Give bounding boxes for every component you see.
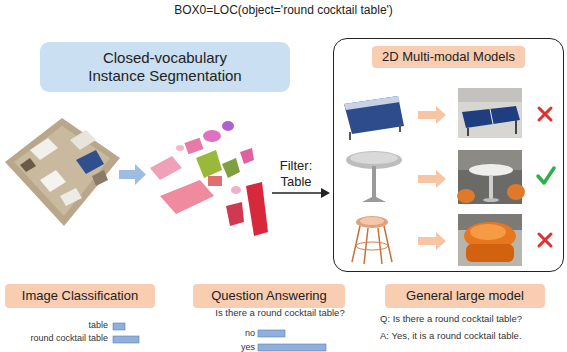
axis-label: table	[10, 320, 108, 331]
room-point-cloud	[5, 118, 120, 226]
axis-label: no	[220, 328, 255, 339]
method-tag: Question Answering	[193, 284, 345, 308]
node-text: Question Answering	[211, 288, 327, 304]
panel-heading-row: 2D Multi-modal Models	[334, 46, 563, 68]
node-text: General large model	[406, 288, 524, 304]
qa-text: A: Yes, it is a round cocktail table.	[380, 330, 564, 342]
model-panel: 2D Multi-modal Models	[333, 38, 564, 272]
node-text: Image Classification	[22, 288, 138, 304]
wrong-mark	[539, 108, 551, 120]
table-photo-1	[458, 88, 522, 138]
question-text: Is there a round cocktail table?	[195, 307, 365, 319]
panel-heading: 2D Multi-modal Models	[372, 46, 525, 68]
node-text: Closed-vocabulary Instance Segmentation	[80, 49, 250, 85]
table-crop-2	[346, 151, 402, 202]
qa-text: Q: Is there a round cocktail table?	[380, 313, 564, 325]
diagram-title: BOX0=LOC(object='round cocktail table')	[0, 3, 567, 17]
table-photo-2	[457, 150, 525, 204]
classification-bars	[113, 323, 139, 343]
stool-crop	[352, 216, 392, 264]
orange-arrow	[418, 106, 446, 124]
correct-mark	[538, 168, 554, 183]
filter-label: Filter: Table	[268, 158, 324, 190]
process-box: Closed-vocabulary Instance Segmentation	[40, 42, 290, 92]
table-crop-1	[344, 96, 404, 140]
filter-arrow	[272, 188, 330, 198]
segmented-instances	[150, 121, 268, 236]
axis-label: round cocktail table	[10, 333, 108, 344]
method-tag: General large model	[385, 284, 545, 308]
method-tag: Image Classification	[5, 284, 155, 308]
orange-arrow	[418, 170, 446, 188]
wrong-mark	[539, 234, 551, 246]
stool-photo	[458, 214, 522, 266]
qa-bars	[258, 330, 326, 351]
orange-arrow	[418, 232, 446, 250]
process-arrow	[119, 164, 146, 185]
axis-label: yes	[220, 342, 255, 352]
